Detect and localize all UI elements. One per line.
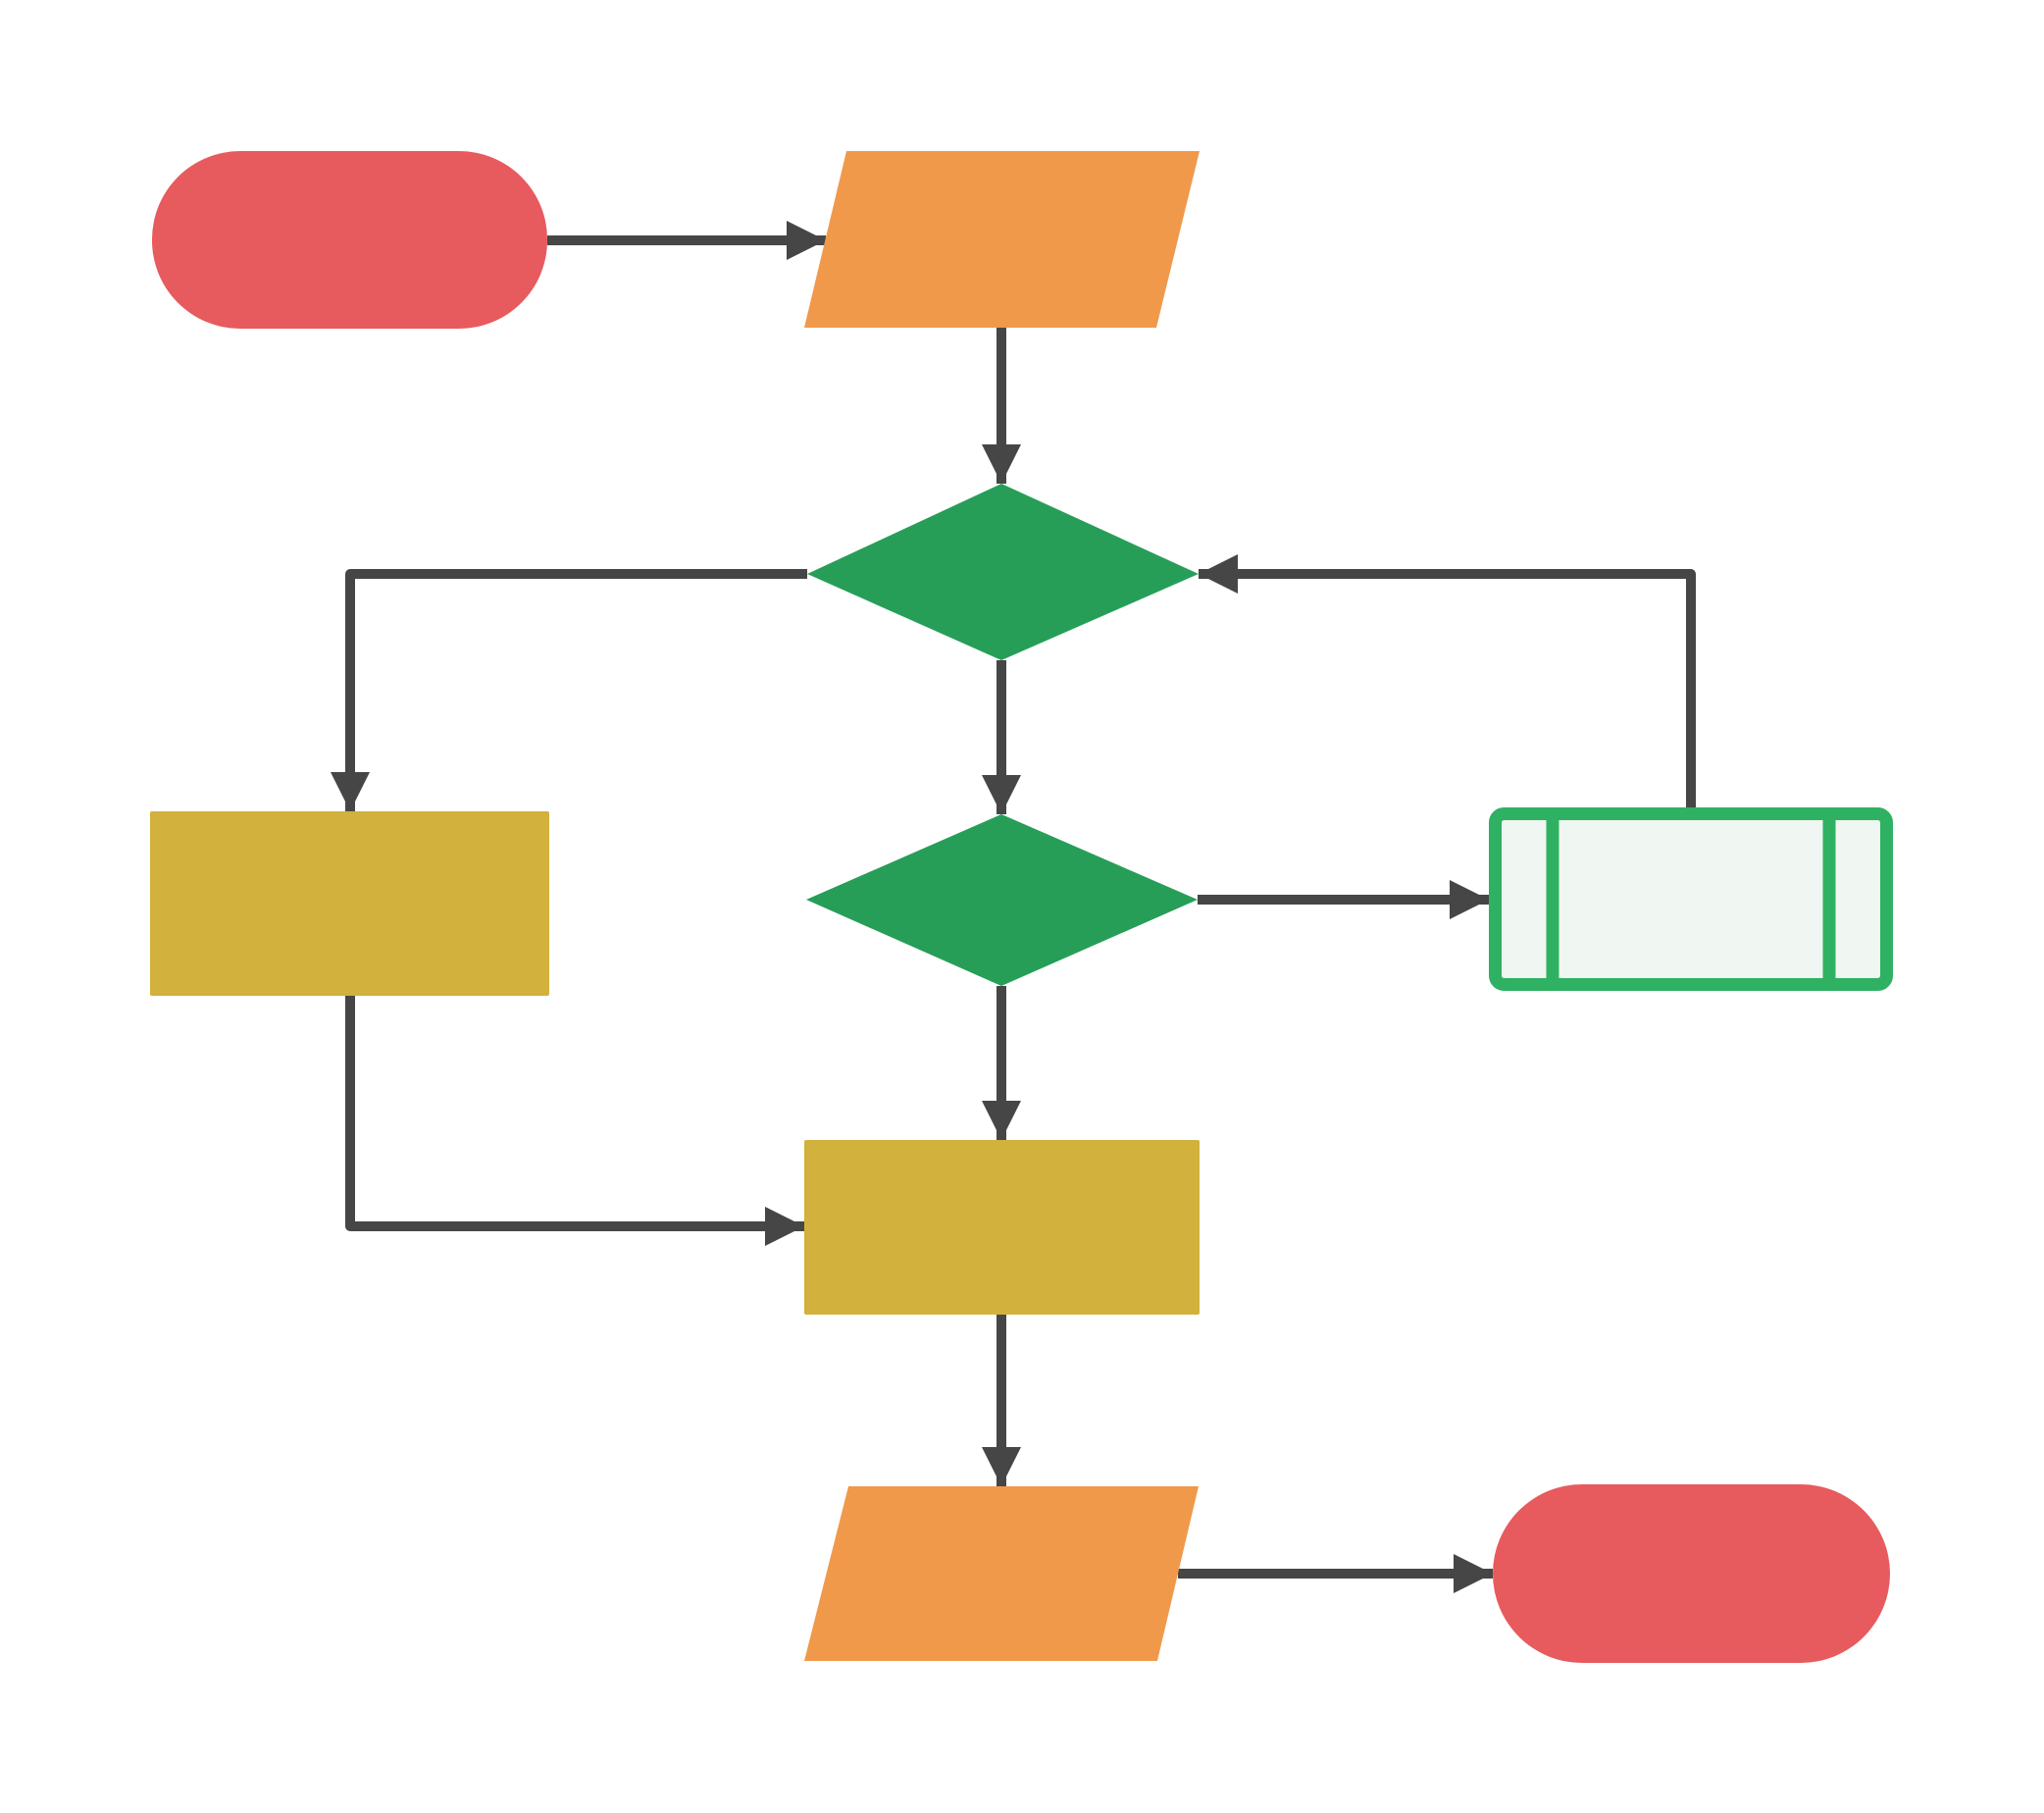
connector-subroutine-loop-to-decision1: [1199, 554, 1696, 807]
output-parallelogram: [804, 1486, 1199, 1661]
left-process-rectangle: [150, 811, 549, 996]
end-terminator: [1493, 1484, 1890, 1663]
start-terminator: [152, 151, 547, 329]
predefined-process-box: [1489, 807, 1893, 991]
lower-decision-diamond: [806, 814, 1198, 986]
connector-decision1-to-process-left: [331, 569, 807, 811]
input-parallelogram: [804, 151, 1200, 328]
center-process-rectangle: [804, 1140, 1200, 1315]
upper-decision-diamond: [807, 484, 1199, 660]
connector-process-left-to-process-center: [345, 996, 804, 1246]
node-layer: [150, 151, 1893, 1663]
connector-layer: [331, 221, 1696, 1593]
